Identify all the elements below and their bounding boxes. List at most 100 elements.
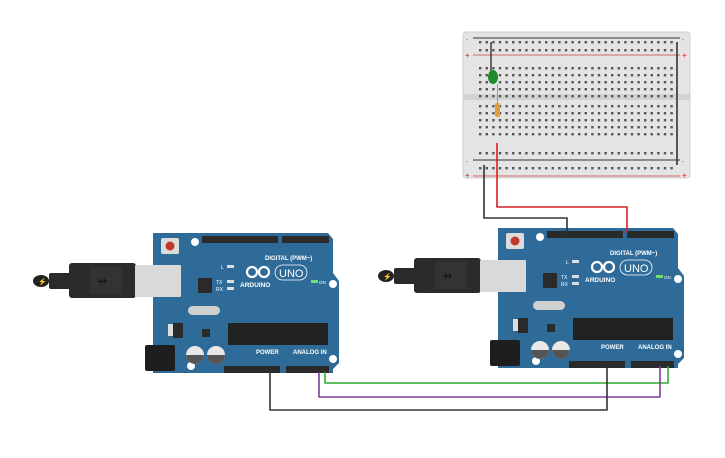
breadboard-hole[interactable] xyxy=(512,133,515,136)
breadboard-hole[interactable] xyxy=(591,126,594,129)
breadboard-hole[interactable] xyxy=(551,74,554,77)
breadboard-hole[interactable] xyxy=(650,41,653,44)
breadboard-hole[interactable] xyxy=(591,49,594,52)
breadboard-hole[interactable] xyxy=(584,95,587,98)
breadboard-hole[interactable] xyxy=(604,67,607,70)
breadboard-hole[interactable] xyxy=(644,74,647,77)
breadboard-hole[interactable] xyxy=(545,81,548,84)
breadboard-hole[interactable] xyxy=(617,67,620,70)
breadboard-hole[interactable] xyxy=(670,95,673,98)
wire-purple[interactable] xyxy=(318,366,661,398)
breadboard-hole[interactable] xyxy=(578,126,581,129)
breadboard-hole[interactable] xyxy=(657,152,660,155)
breadboard-hole[interactable] xyxy=(584,67,587,70)
breadboard-hole[interactable] xyxy=(611,152,614,155)
breadboard-hole[interactable] xyxy=(531,105,535,108)
breadboard-hole[interactable] xyxy=(571,67,574,70)
breadboard-hole[interactable] xyxy=(637,167,640,170)
breadboard-hole[interactable] xyxy=(545,95,548,98)
breadboard-hole[interactable] xyxy=(564,88,568,91)
breadboard-hole[interactable] xyxy=(518,81,521,84)
breadboard-hole[interactable] xyxy=(564,81,568,84)
breadboard-hole[interactable] xyxy=(505,152,508,155)
breadboard-hole[interactable] xyxy=(498,67,502,70)
breadboard-hole[interactable] xyxy=(637,133,640,136)
analog-header[interactable] xyxy=(286,366,329,373)
breadboard-hole[interactable] xyxy=(584,152,587,155)
breadboard-hole[interactable] xyxy=(670,119,673,122)
breadboard-hole[interactable] xyxy=(617,112,620,115)
breadboard-hole[interactable] xyxy=(551,126,554,129)
breadboard-hole[interactable] xyxy=(663,126,667,129)
breadboard-hole[interactable] xyxy=(538,81,541,84)
breadboard-hole[interactable] xyxy=(505,105,508,108)
breadboard-hole[interactable] xyxy=(591,95,594,98)
breadboard-hole[interactable] xyxy=(578,41,581,44)
breadboard-hole[interactable] xyxy=(531,81,535,84)
breadboard-hole[interactable] xyxy=(571,74,574,77)
breadboard[interactable]: - + - + - + - + xyxy=(462,31,691,180)
breadboard-hole[interactable] xyxy=(558,126,561,129)
breadboard-hole[interactable] xyxy=(663,105,667,108)
breadboard-hole[interactable] xyxy=(531,88,535,91)
breadboard-hole[interactable] xyxy=(617,95,620,98)
breadboard-hole[interactable] xyxy=(670,67,673,70)
breadboard-hole[interactable] xyxy=(644,41,647,44)
breadboard-hole[interactable] xyxy=(604,95,607,98)
breadboard-hole[interactable] xyxy=(564,119,568,122)
breadboard-hole[interactable] xyxy=(492,152,495,155)
breadboard-hole[interactable] xyxy=(670,74,673,77)
breadboard-hole[interactable] xyxy=(578,119,581,122)
breadboard-hole[interactable] xyxy=(479,152,482,155)
breadboard-hole[interactable] xyxy=(604,49,607,52)
breadboard-hole[interactable] xyxy=(617,126,620,129)
breadboard-hole[interactable] xyxy=(637,41,640,44)
breadboard-hole[interactable] xyxy=(551,119,554,122)
breadboard-hole[interactable] xyxy=(518,67,521,70)
breadboard-hole[interactable] xyxy=(597,105,601,108)
breadboard-hole[interactable] xyxy=(597,126,601,129)
breadboard-hole[interactable] xyxy=(525,167,528,170)
breadboard-hole[interactable] xyxy=(611,119,614,122)
breadboard-hole[interactable] xyxy=(644,112,647,115)
breadboard-hole[interactable] xyxy=(604,41,607,44)
breadboard-hole[interactable] xyxy=(512,67,515,70)
breadboard-hole[interactable] xyxy=(670,105,673,108)
breadboard-hole[interactable] xyxy=(637,81,640,84)
breadboard-hole[interactable] xyxy=(630,88,634,91)
breadboard-hole[interactable] xyxy=(657,67,660,70)
breadboard-hole[interactable] xyxy=(505,119,508,122)
breadboard-hole[interactable] xyxy=(578,49,581,52)
breadboard-hole[interactable] xyxy=(538,126,541,129)
breadboard-hole[interactable] xyxy=(650,133,653,136)
breadboard-hole[interactable] xyxy=(558,133,561,136)
breadboard-hole[interactable] xyxy=(597,119,601,122)
breadboard-hole[interactable] xyxy=(485,119,488,122)
breadboard-hole[interactable] xyxy=(584,112,587,115)
breadboard-hole[interactable] xyxy=(525,67,528,70)
breadboard-hole[interactable] xyxy=(597,167,601,170)
breadboard-hole[interactable] xyxy=(525,41,528,44)
breadboard-hole[interactable] xyxy=(670,81,673,84)
breadboard-hole[interactable] xyxy=(604,152,607,155)
breadboard-hole[interactable] xyxy=(564,41,568,44)
breadboard-hole[interactable] xyxy=(597,41,601,44)
breadboard-hole[interactable] xyxy=(650,88,653,91)
breadboard-hole[interactable] xyxy=(657,119,660,122)
breadboard-hole[interactable] xyxy=(545,167,548,170)
breadboard-hole[interactable] xyxy=(492,88,495,91)
breadboard-hole[interactable] xyxy=(624,81,627,84)
breadboard-hole[interactable] xyxy=(538,95,541,98)
breadboard-hole[interactable] xyxy=(558,152,561,155)
breadboard-hole[interactable] xyxy=(545,88,548,91)
breadboard-hole[interactable] xyxy=(591,74,594,77)
breadboard-hole[interactable] xyxy=(571,152,574,155)
breadboard-hole[interactable] xyxy=(538,167,541,170)
breadboard-hole[interactable] xyxy=(479,41,482,44)
breadboard-hole[interactable] xyxy=(498,152,502,155)
breadboard-hole[interactable] xyxy=(505,167,508,170)
breadboard-hole[interactable] xyxy=(584,105,587,108)
breadboard-hole[interactable] xyxy=(545,119,548,122)
breadboard-hole[interactable] xyxy=(551,133,554,136)
breadboard-hole[interactable] xyxy=(617,49,620,52)
